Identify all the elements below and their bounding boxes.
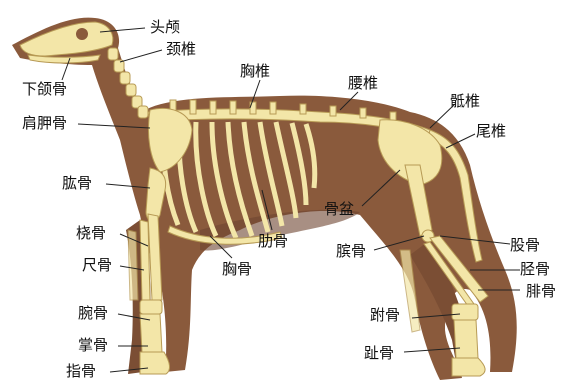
label-sternum: 胸骨 bbox=[222, 260, 252, 278]
label-tail: 尾椎 bbox=[476, 122, 506, 140]
ulna-bone bbox=[140, 220, 150, 300]
label-metatarsals: 趾骨 bbox=[364, 344, 394, 362]
label-pelvis: 骨盆 bbox=[324, 200, 354, 218]
label-lumbar: 腰椎 bbox=[348, 74, 378, 92]
label-patella: 膑骨 bbox=[336, 242, 366, 260]
label-thoracic: 胸椎 bbox=[240, 62, 270, 80]
label-skull: 头颅 bbox=[150, 18, 180, 36]
carpal-bones bbox=[140, 300, 162, 314]
label-mandible: 下颌骨 bbox=[22, 80, 67, 98]
label-femur: 股骨 bbox=[510, 236, 540, 254]
label-tarsals: 跗骨 bbox=[370, 306, 400, 324]
label-ulna: 尺骨 bbox=[82, 256, 112, 274]
metatarsal-bones bbox=[454, 320, 478, 358]
label-scapula: 肩胛骨 bbox=[22, 114, 67, 132]
label-sacrum: 骶椎 bbox=[450, 92, 480, 110]
hind-phalanges bbox=[452, 358, 485, 376]
label-carpals: 腕骨 bbox=[78, 304, 108, 322]
label-ribs: 肋骨 bbox=[258, 232, 288, 250]
label-humerus: 肱骨 bbox=[62, 174, 92, 192]
front-phalanges bbox=[140, 352, 170, 374]
label-cervical: 颈椎 bbox=[166, 40, 196, 58]
label-radius: 桡骨 bbox=[76, 224, 106, 242]
label-tibia: 胫骨 bbox=[520, 260, 550, 278]
label-fibula: 腓骨 bbox=[526, 282, 556, 300]
front-leg-far bbox=[128, 230, 138, 300]
label-metacarpals: 掌骨 bbox=[78, 336, 108, 354]
label-phalanges: 指骨 bbox=[66, 362, 96, 380]
tarsal-bones bbox=[452, 304, 478, 320]
